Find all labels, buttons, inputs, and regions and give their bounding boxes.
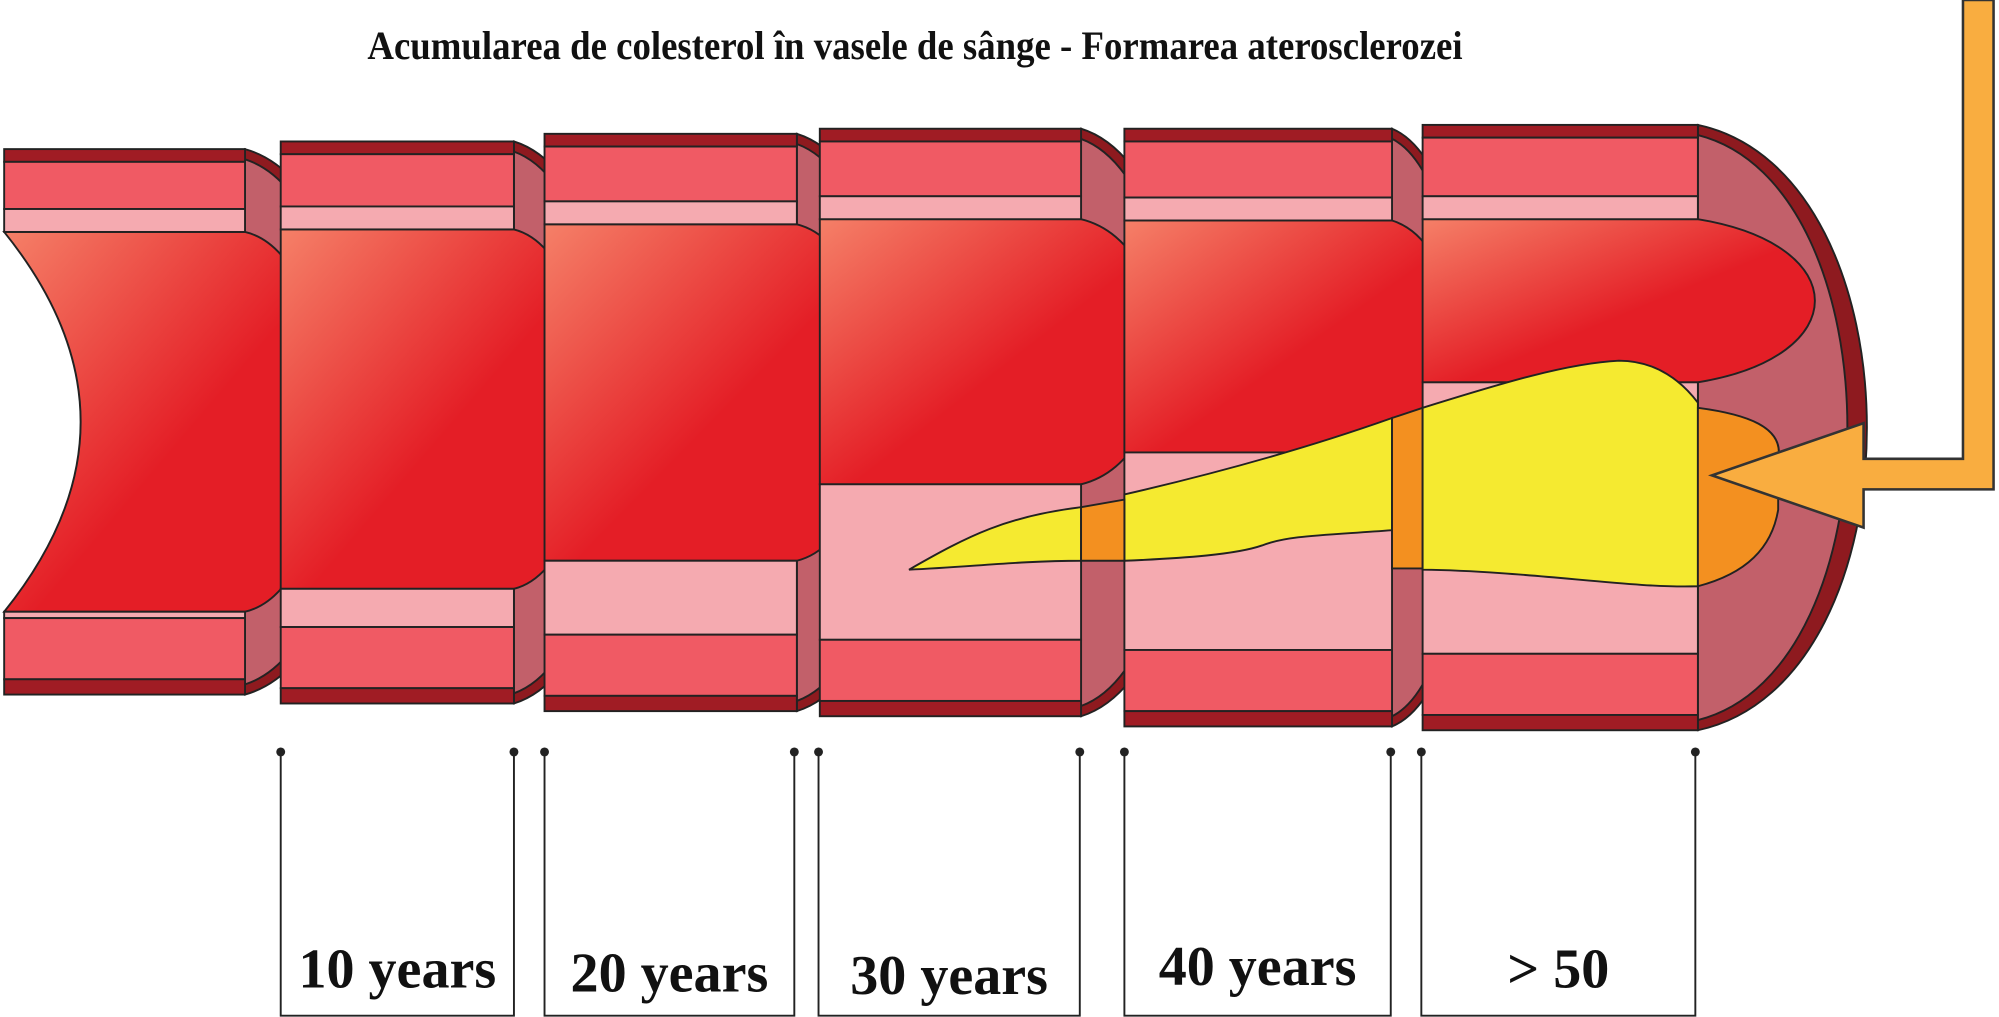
- cholesterol-plaque: [1123, 416, 1393, 562]
- bracket-dot: [509, 747, 519, 757]
- bracket-line: [543, 751, 796, 1017]
- bracket-dot: [789, 747, 799, 757]
- bracket-dot: [1075, 747, 1085, 757]
- media-wall-bottom: [279, 626, 515, 690]
- media-wall-top: [543, 145, 798, 203]
- outer-wall-bottom: [3, 678, 246, 696]
- media-wall-top: [818, 140, 1083, 198]
- bracket-dot: [1416, 747, 1426, 757]
- intima-wall-top: [543, 200, 798, 226]
- vessel-lumen: [279, 228, 591, 590]
- outer-wall-top: [1421, 123, 1699, 139]
- outer-wall-bottom: [279, 687, 515, 705]
- outer-wall-bottom: [818, 699, 1083, 718]
- plaque-core: [1080, 498, 1126, 562]
- media-wall-bottom: [3, 617, 246, 681]
- media-wall-top: [1123, 140, 1393, 199]
- bracket-dot: [1119, 747, 1129, 757]
- outer-wall-bottom: [543, 694, 798, 713]
- arrow-icon: [1707, 0, 1995, 530]
- media-wall-top: [1421, 136, 1699, 198]
- bracket-line: [279, 751, 515, 1017]
- age-label: 10 years: [298, 939, 496, 1001]
- age-bracket: 30 years: [814, 747, 1085, 1017]
- plaque-core: [1391, 406, 1424, 570]
- age-bracket: 40 years: [1119, 747, 1396, 1017]
- media-wall-top: [279, 153, 515, 208]
- media-wall-bottom: [1421, 652, 1699, 716]
- vessel-lumen: [1421, 218, 1816, 384]
- age-label: > 50: [1507, 939, 1609, 1001]
- bracket-dot: [814, 747, 823, 757]
- outer-wall-top: [3, 148, 246, 163]
- vessel-lumen: [818, 218, 1161, 486]
- age-label: 30 years: [850, 945, 1048, 1007]
- artery-segments: [2, 123, 1868, 732]
- bracket-line: [1123, 751, 1392, 1017]
- age-bracket: 20 years: [540, 747, 799, 1017]
- age-bracket: > 50: [1416, 747, 1700, 1017]
- bracket-dot: [276, 747, 286, 757]
- diagram-title: Acumularea de colesterol în vasele de sâ…: [367, 23, 1463, 68]
- intima-wall-top: [279, 205, 515, 231]
- outer-wall-bottom: [1421, 714, 1699, 732]
- media-wall-bottom: [1123, 649, 1393, 713]
- plaque-core: [1696, 406, 1780, 588]
- bracket-line: [1420, 751, 1697, 1017]
- age-label: 40 years: [1159, 936, 1357, 998]
- intima-wall-bottom: [279, 587, 515, 628]
- age-brackets: 10 years 20 years 30 years 40 years > 50: [276, 747, 1700, 1017]
- outer-wall-bottom: [1123, 710, 1393, 728]
- media-wall-top: [3, 160, 246, 210]
- bracket-line: [817, 751, 1081, 1017]
- bracket-dot: [540, 747, 549, 757]
- bracket-dot: [1690, 747, 1700, 757]
- age-label: 20 years: [571, 943, 769, 1005]
- outer-wall-top: [1123, 127, 1393, 143]
- media-wall-bottom: [543, 633, 798, 697]
- outer-wall-top: [818, 127, 1083, 143]
- cholesterol-plaque: [1421, 359, 1699, 588]
- media-wall-bottom: [818, 638, 1083, 702]
- intima-wall-bottom: [543, 559, 798, 636]
- intima-wall-top: [3, 208, 246, 233]
- outer-wall-top: [543, 132, 798, 148]
- vessel-lumen: [2, 230, 328, 613]
- intima-wall-top: [1123, 196, 1393, 222]
- intima-wall-top: [1421, 195, 1699, 221]
- outer-wall-top: [279, 140, 515, 156]
- bracket-dot: [1386, 747, 1396, 757]
- intima-wall-top: [818, 195, 1083, 221]
- age-bracket: 10 years: [276, 747, 519, 1017]
